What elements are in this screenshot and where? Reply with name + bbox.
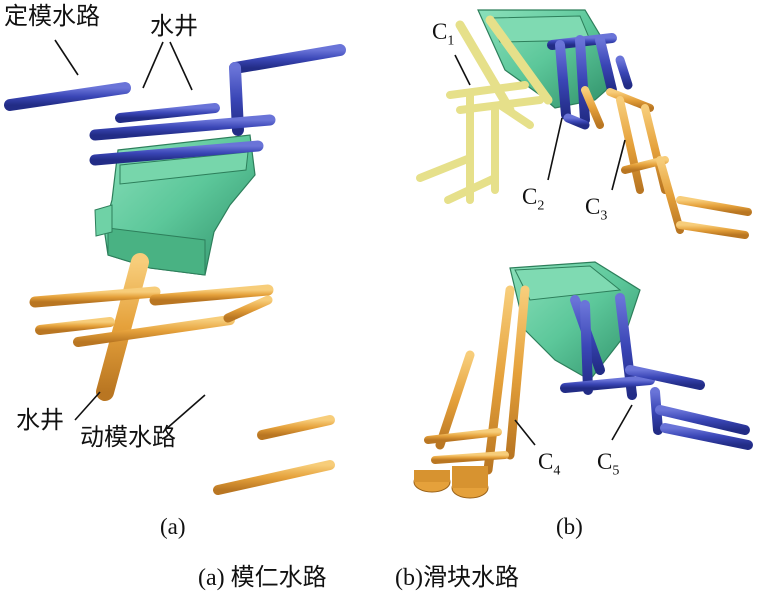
channel-label-c3: C3 xyxy=(585,194,608,224)
c4-connectors xyxy=(413,466,489,499)
caption-b: (b)滑块水路 xyxy=(395,565,519,591)
moving-mold-water-pipes xyxy=(29,284,335,495)
moving-mold-water-label: 动模水路 xyxy=(80,423,176,451)
channel-label-c5: C5 xyxy=(597,449,620,479)
c4-pipes xyxy=(424,285,544,475)
fixed-mold-water-label: 定模水路 xyxy=(4,2,100,30)
subfigure-a xyxy=(4,39,346,495)
c1-pipes xyxy=(416,15,553,204)
well-label-top: 水井 xyxy=(150,12,198,40)
leader-lines-a xyxy=(54,39,206,431)
core-part-a xyxy=(94,134,256,276)
subfigure-label-b: (b) xyxy=(556,514,583,539)
well-label-bottom: 水井 xyxy=(16,406,64,434)
c3-pipes xyxy=(581,86,752,239)
caption-a: (a) 模仁水路 xyxy=(198,565,327,591)
leader-lines-b xyxy=(454,54,633,446)
channel-label-c4: C4 xyxy=(538,449,561,479)
subfigure-label-a: (a) xyxy=(160,514,186,539)
channel-label-c2: C2 xyxy=(522,184,545,214)
c2-pipes xyxy=(547,33,633,130)
subfigure-b xyxy=(413,9,753,499)
channel-label-c1: C1 xyxy=(432,19,455,49)
c5-pipes xyxy=(560,293,753,450)
fixed-mold-water-pipes xyxy=(4,44,346,196)
